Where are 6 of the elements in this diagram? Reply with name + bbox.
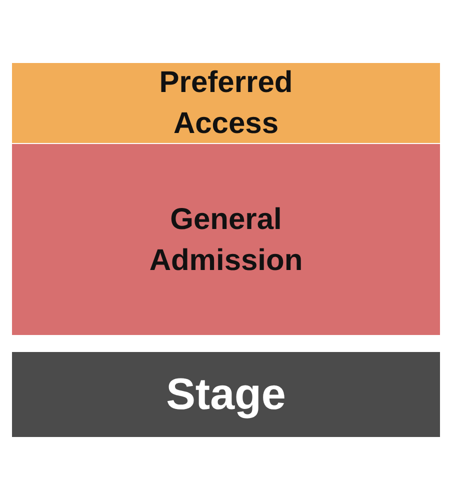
- section-label: General Admission: [148, 202, 304, 278]
- section-label: Preferred Access: [158, 65, 294, 142]
- section-label: Stage: [166, 370, 286, 420]
- seating-section: [12, 144, 440, 335]
- stage-area: [12, 352, 440, 437]
- seating-section: [12, 63, 440, 143]
